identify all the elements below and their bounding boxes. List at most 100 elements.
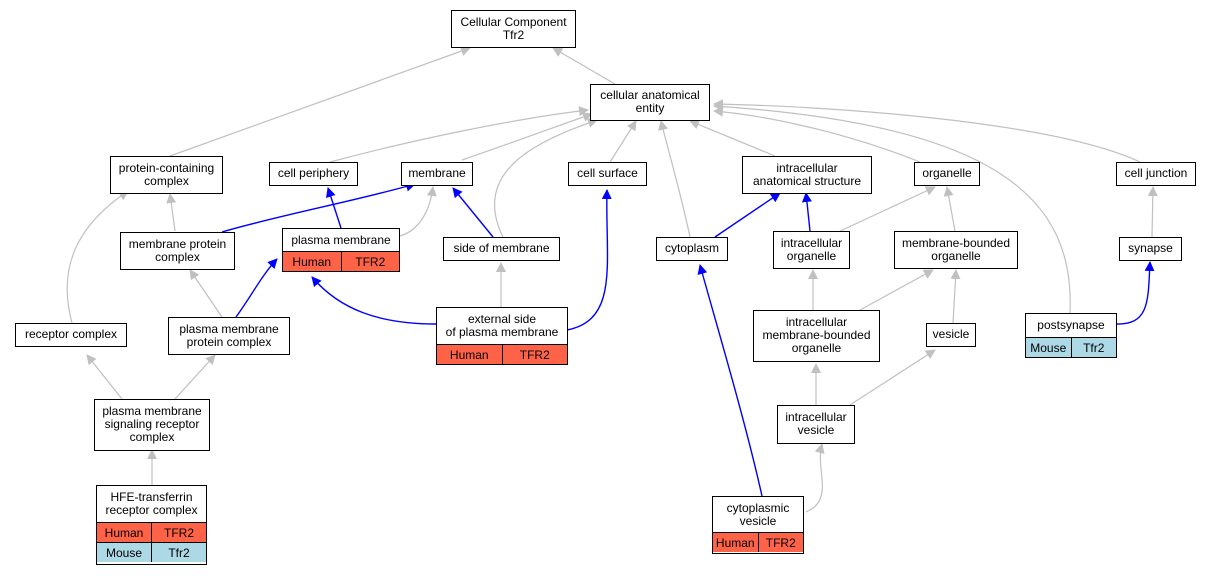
species-cell: Mouse bbox=[105, 545, 143, 560]
edge-pmsrc-to-rc bbox=[86, 354, 123, 400]
node-cell-junction[interactable]: cell junction bbox=[1116, 162, 1196, 186]
species-cell: Human bbox=[292, 254, 332, 269]
node-vesicle[interactable]: vesicle bbox=[926, 323, 976, 347]
edge-org-to-cae bbox=[713, 106, 921, 163]
node-label: cellular anatomical entity bbox=[600, 88, 700, 115]
node-label: HFE-transferrin receptor complex bbox=[105, 490, 198, 517]
node-plasma-membrane-signaling-receptor-complex[interactable]: plasma membrane signaling receptor compl… bbox=[94, 399, 210, 451]
species-cell: Human bbox=[104, 525, 144, 540]
gene-cell: Tfr2 bbox=[1070, 338, 1117, 357]
node-side-of-membrane[interactable]: side of membrane bbox=[443, 237, 560, 261]
node-protein-containing-complex[interactable]: protein-containing complex bbox=[110, 156, 223, 194]
node-label: cell junction bbox=[1124, 166, 1188, 180]
gene-cell: Tfr2 bbox=[151, 543, 206, 562]
edge-syn-to-cj bbox=[1147, 186, 1158, 238]
node-label: receptor complex bbox=[24, 327, 118, 341]
edge-pmsrc-to-pmpc bbox=[174, 354, 216, 400]
node-label: protein-containing complex bbox=[118, 160, 215, 188]
node-membrane-bounded-organelle[interactable]: membrane-bounded organelle bbox=[894, 231, 1018, 269]
edge-imbo-to-mbo bbox=[859, 269, 934, 311]
annotation-row-mouse: Mouse Tfr2 bbox=[1026, 337, 1116, 357]
node-label: intracellular organelle bbox=[780, 235, 843, 263]
gene-cell: TFR2 bbox=[501, 345, 568, 364]
edge-cs-to-cae bbox=[609, 120, 637, 163]
annotation-row-human: Human TFR2 bbox=[713, 532, 803, 552]
annotation-row-mouse: Mouse Tfr2 bbox=[97, 542, 206, 562]
edge-io-to-org bbox=[837, 186, 936, 233]
edge-mpc-to-mem-blue bbox=[221, 181, 416, 233]
node-label: organelle bbox=[922, 166, 972, 180]
node-intracellular-membrane-bounded-organelle[interactable]: intracellular membrane-bounded organelle bbox=[753, 310, 880, 362]
edge-cj-to-cae bbox=[713, 99, 1141, 163]
node-intracellular-vesicle[interactable]: intracellular vesicle bbox=[777, 405, 855, 444]
edge-rc-to-pcc bbox=[66, 190, 129, 324]
node-intracellular-organelle[interactable]: intracellular organelle bbox=[773, 231, 850, 269]
node-label: Cellular Component Tfr2 bbox=[460, 14, 567, 42]
node-label: synapse bbox=[1128, 241, 1173, 255]
edge-pm-to-cp-blue bbox=[326, 187, 342, 229]
node-synapse[interactable]: synapse bbox=[1119, 237, 1182, 261]
node-intracellular-anatomical-structure[interactable]: intracellular anatomical structure bbox=[742, 156, 872, 194]
node-membrane-protein-complex[interactable]: membrane protein complex bbox=[120, 232, 235, 270]
node-label: external side of plasma membrane bbox=[445, 312, 559, 339]
node-cell-surface[interactable]: cell surface bbox=[568, 162, 647, 186]
node-label: cytoplasm bbox=[664, 241, 720, 255]
node-label: plasma membrane protein complex bbox=[179, 321, 279, 349]
edge-cyt-to-cae bbox=[658, 120, 691, 238]
annotation-row-human: Human TFR2 bbox=[97, 522, 206, 542]
edge-pmpc-to-mpc bbox=[189, 269, 223, 318]
edge-mbo-to-org bbox=[943, 186, 956, 232]
node-label: cell surface bbox=[577, 166, 638, 180]
node-label: side of membrane bbox=[453, 241, 550, 255]
node-receptor-complex[interactable]: receptor complex bbox=[15, 323, 127, 347]
gene-cell: TFR2 bbox=[151, 523, 206, 542]
edge-cp-to-cae bbox=[329, 106, 589, 163]
edge-cyt-to-ias-blue bbox=[714, 192, 781, 238]
node-cytoplasmic-vesicle[interactable]: cytoplasmic vesicle Human TFR2 bbox=[712, 496, 804, 554]
node-plasma-membrane[interactable]: plasma membrane Human TFR2 bbox=[282, 228, 400, 272]
edge-cv-to-cyt-blue bbox=[697, 264, 763, 497]
node-label: vesicle bbox=[932, 327, 970, 341]
edge-espm-to-cs-blue bbox=[566, 189, 612, 331]
node-plasma-membrane-protein-complex[interactable]: plasma membrane protein complex bbox=[168, 317, 290, 355]
edge-ias-to-cae bbox=[689, 119, 776, 157]
edge-pmpc-to-pm-blue bbox=[235, 258, 278, 318]
node-label: membrane protein complex bbox=[128, 236, 227, 264]
species-cell: Human bbox=[715, 535, 755, 550]
annotation-row-human: Human TFR2 bbox=[283, 251, 399, 271]
edge-io-to-ias-blue bbox=[801, 192, 812, 232]
node-cytoplasm[interactable]: cytoplasm bbox=[656, 237, 728, 261]
node-label: cell periphery bbox=[277, 166, 350, 180]
edge-pcc-to-cc bbox=[169, 46, 471, 157]
node-label: cytoplasmic vesicle bbox=[726, 500, 790, 528]
species-cell: Human bbox=[449, 347, 489, 362]
node-label: intracellular anatomical structure bbox=[752, 160, 862, 188]
edge-pm-to-mem bbox=[399, 186, 437, 237]
edge-mem-to-cae bbox=[461, 112, 593, 161]
node-external-side-of-plasma-membrane[interactable]: external side of plasma membrane Human T… bbox=[436, 307, 568, 365]
node-organelle[interactable]: organelle bbox=[914, 162, 980, 186]
node-cellular-component-tfr2[interactable]: Cellular Component Tfr2 bbox=[451, 10, 576, 48]
gene-cell: TFR2 bbox=[340, 252, 400, 271]
node-hfe-transferrin-receptor-complex[interactable]: HFE-transferrin receptor complex Human T… bbox=[96, 485, 207, 565]
node-cellular-anatomical-entity[interactable]: cellular anatomical entity bbox=[590, 84, 710, 121]
node-label: intracellular membrane-bounded organelle bbox=[762, 315, 871, 355]
edge-iv-to-ves bbox=[849, 349, 936, 406]
node-cell-periphery[interactable]: cell periphery bbox=[269, 162, 358, 186]
node-label: plasma membrane signaling receptor compl… bbox=[102, 404, 202, 444]
node-label: intracellular vesicle bbox=[785, 410, 847, 437]
edge-ves-to-mbo bbox=[950, 269, 961, 324]
gene-cell: TFR2 bbox=[757, 533, 804, 552]
node-postsynapse[interactable]: postsynapse Mouse Tfr2 bbox=[1025, 313, 1117, 358]
edge-som-to-cae bbox=[494, 118, 598, 238]
node-membrane[interactable]: membrane bbox=[401, 162, 473, 186]
node-label: plasma membrane bbox=[291, 232, 391, 247]
edge-cae-to-cc bbox=[552, 47, 616, 85]
species-cell: Mouse bbox=[1030, 340, 1067, 355]
node-label: membrane-bounded organelle bbox=[901, 235, 1011, 263]
edge-ps-to-syn-blue bbox=[1115, 261, 1155, 325]
edge-espm-to-pm-blue bbox=[311, 276, 437, 325]
edge-cv-to-iv bbox=[805, 443, 825, 513]
